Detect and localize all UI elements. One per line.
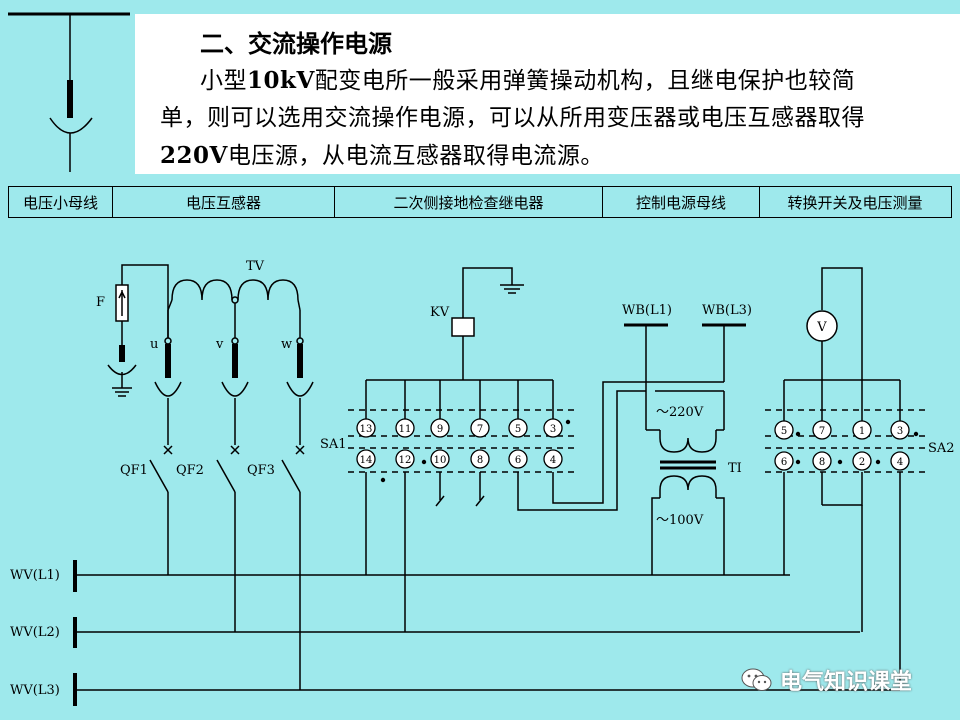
sa1-label: SA1 xyxy=(320,437,347,452)
watermark-text: 电气知识课堂 xyxy=(780,670,913,695)
sa1-terminal: 13 xyxy=(356,418,376,438)
voltmeter-and-sa2 xyxy=(783,267,901,690)
header-cell: 转换开关及电压测量 xyxy=(787,193,923,212)
svg-text:11: 11 xyxy=(399,424,412,435)
svg-text:10: 10 xyxy=(434,455,447,466)
wv-l3-label: WV(L3) xyxy=(10,683,60,698)
svg-text:7: 7 xyxy=(477,424,483,435)
sa2-terminal: 6 xyxy=(774,451,794,471)
svg-text:12: 12 xyxy=(399,455,412,466)
top-left-disconnector-symbol xyxy=(8,12,130,172)
sa2-label: SA2 xyxy=(928,441,955,456)
header-cell: 控制电源母线 xyxy=(603,187,760,217)
v-label: v xyxy=(215,337,224,352)
header-cell: 二次侧接地检查继电器 xyxy=(335,187,603,217)
control-bus-and-transformer-ti xyxy=(624,323,746,575)
svg-text:4: 4 xyxy=(550,455,556,466)
sa1-terminal: 10 xyxy=(430,449,450,469)
svg-text:2: 2 xyxy=(859,457,865,468)
watermark: 电气知识课堂 xyxy=(740,664,912,696)
sa1-terminal: 7 xyxy=(470,418,490,438)
sa2-terminal: 4 xyxy=(890,451,910,471)
ac-220-label: ～220V xyxy=(656,405,704,420)
paragraph-part: 小型 xyxy=(200,68,247,94)
sa2-terminal: 7 xyxy=(812,420,832,440)
contact-dots xyxy=(380,419,919,483)
voltmeter-label: V xyxy=(816,320,827,335)
svg-text:8: 8 xyxy=(819,457,825,468)
diagram-header-row: 电压小母线 电压互感器 二次侧接地检查继电器 控制电源母线 转换开关及电压测量 xyxy=(8,186,952,218)
fuse-label: F xyxy=(96,295,105,310)
wv-l2-label: WV(L2) xyxy=(10,625,60,640)
sa2-terminal: 5 xyxy=(774,420,794,440)
wechat-icon xyxy=(741,668,772,691)
sa1-terminal: 6 xyxy=(508,449,528,469)
text-panel xyxy=(135,14,960,174)
breaker-branches xyxy=(149,344,314,690)
diagram-labels: TV F u v w KV WB(L1) WB(L3) ～220V ～100V … xyxy=(10,259,955,698)
sa1-switch-rails xyxy=(348,409,578,473)
sa1-terminal: 11 xyxy=(395,418,415,438)
sa1-terminal: 4 xyxy=(543,449,563,469)
sa1-terminal: 14 xyxy=(356,449,376,469)
qf3-label: QF3 xyxy=(247,463,275,478)
svg-text:4: 4 xyxy=(897,457,903,468)
sa2-terminal: 2 xyxy=(852,451,872,471)
header-cell: 电压小母线 xyxy=(9,187,113,217)
w-label: w xyxy=(281,337,292,352)
svg-text:5: 5 xyxy=(781,426,787,437)
header-cell: 电压互感器 xyxy=(113,187,335,217)
ti-label: TI xyxy=(728,461,742,476)
sa1-terminal: 3 xyxy=(543,418,563,438)
sa1-lower-wiring xyxy=(365,381,652,632)
paragraph-part-bold: 10kV xyxy=(247,67,315,94)
wb-l1-label: WB(L1) xyxy=(622,303,672,318)
svg-text:3: 3 xyxy=(897,426,903,437)
qf1-label: QF1 xyxy=(120,463,148,478)
svg-text:5: 5 xyxy=(515,424,521,435)
wb-l3-label: WB(L3) xyxy=(702,303,752,318)
sa2-terminal: 8 xyxy=(812,451,832,471)
sa1-terminal: 12 xyxy=(395,449,415,469)
voltage-transformer-tv xyxy=(164,279,304,345)
svg-text:9: 9 xyxy=(437,424,443,435)
sa1-terminal: 5 xyxy=(508,418,528,438)
sa2-terminal: 3 xyxy=(890,420,910,440)
sa2-terminals: 5 7 1 3 6 8 2 4 xyxy=(774,420,910,471)
svg-text:7: 7 xyxy=(819,426,825,437)
sa1-terminals: 13 11 9 7 5 3 14 12 10 8 6 4 xyxy=(356,418,563,469)
paragraph-part: 电压源，从电流互感器取得电流源。 xyxy=(227,143,604,169)
kv-label: KV xyxy=(430,305,450,320)
svg-text:8: 8 xyxy=(477,455,483,466)
u-label: u xyxy=(150,337,158,352)
svg-text:3: 3 xyxy=(550,424,556,435)
tv-label: TV xyxy=(246,259,265,274)
svg-text:6: 6 xyxy=(515,455,521,466)
paragraph-part: 配变电所一般采用弹簧操动机构，且继电保护也较简单，则可以选用交流操作电源，可以从… xyxy=(160,68,865,131)
sa1-terminal: 8 xyxy=(470,449,490,469)
wv-l1-label: WV(L1) xyxy=(10,568,60,583)
svg-text:13: 13 xyxy=(360,424,373,435)
fuse-branch xyxy=(107,264,169,397)
ac-100-label: ～100V xyxy=(656,513,704,528)
svg-text:1: 1 xyxy=(859,426,865,437)
qf2-label: QF2 xyxy=(176,463,204,478)
svg-text:6: 6 xyxy=(781,457,787,468)
paragraph-part-bold: 220V xyxy=(160,142,228,169)
ground-check-relay-kv xyxy=(365,267,554,422)
svg-text:14: 14 xyxy=(360,455,373,466)
section-paragraph: 小型10kV配变电所一般采用弹簧操动机构，且继电保护也较简单，则可以选用交流操作… xyxy=(160,62,900,175)
section-heading: 二、交流操作电源 xyxy=(200,29,392,58)
sa2-terminal: 1 xyxy=(852,420,872,440)
sa1-terminal: 9 xyxy=(430,418,450,438)
